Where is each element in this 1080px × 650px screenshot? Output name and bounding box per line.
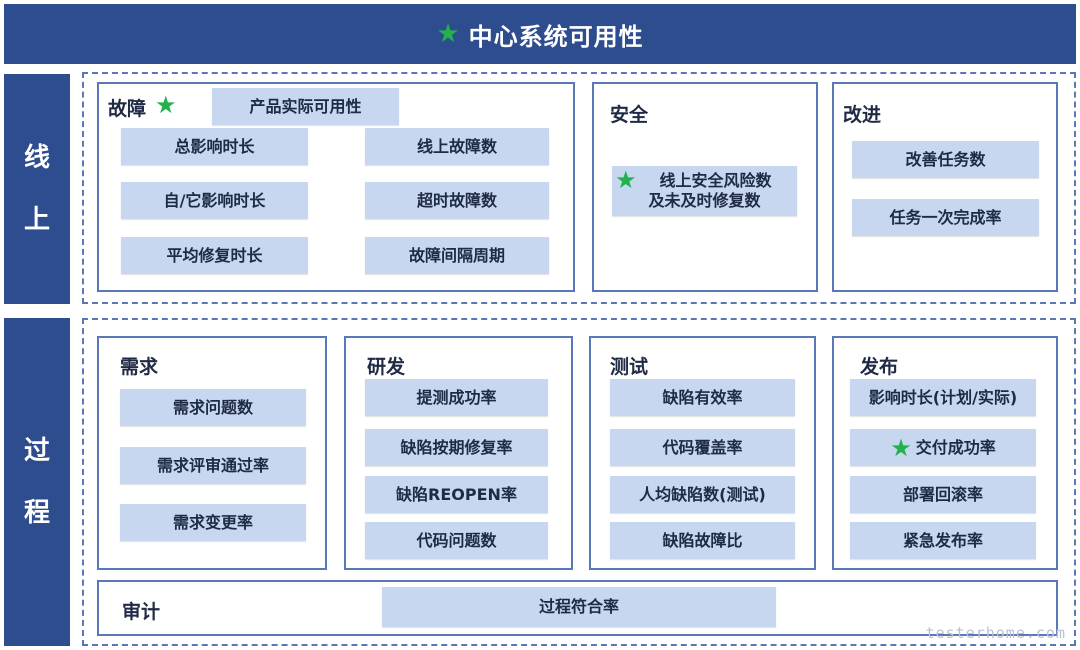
star-icon: ★	[615, 166, 637, 194]
star-icon: ★	[890, 433, 912, 462]
metric-online-fault-count: 线上故障数	[365, 128, 549, 165]
process-label-char-2: 程	[23, 498, 50, 528]
testing-title: 测试	[610, 356, 649, 378]
metric-impact-duration-plan-actual: 影响时长(计划/实际)	[850, 379, 1036, 416]
star-icon: ★	[155, 91, 177, 119]
title-bar: ★ 中心系统可用性	[4, 4, 1076, 64]
metric-timeout-fault-count: 超时故障数	[365, 182, 549, 219]
improve-panel	[832, 82, 1058, 292]
metric-defect-ontime-fix-rate: 缺陷按期修复率	[365, 429, 548, 466]
fault-title: 故障	[108, 98, 147, 120]
metric-improvement-task-count: 改善任务数	[852, 141, 1039, 178]
security-title: 安全	[610, 104, 649, 126]
metric-emergency-release-rate: 紧急发布率	[850, 522, 1036, 559]
online-label: 线 上	[4, 74, 70, 304]
development-title: 研发	[367, 356, 406, 378]
delivery-success-rate-label: 交付成功率	[915, 437, 996, 457]
metric-test-submission-success-rate: 提测成功率	[365, 379, 548, 416]
process-label-char-1: 过	[23, 436, 50, 466]
metric-process-compliance-rate: 过程符合率	[382, 587, 776, 627]
metric-defects-per-tester: 人均缺陷数(测试)	[610, 476, 795, 513]
improve-title: 改进	[843, 104, 882, 126]
security-metric-line-1: 线上安全风险数	[659, 171, 772, 190]
metric-fault-interval-period: 故障间隔周期	[365, 237, 549, 274]
metric-code-issue-count: 代码问题数	[365, 522, 548, 559]
metric-total-impact-duration: 总影响时长	[121, 128, 308, 165]
requirements-title: 需求	[120, 356, 159, 378]
metric-mean-repair-duration: 平均修复时长	[121, 237, 308, 274]
metric-product-availability: 产品实际可用性	[212, 88, 399, 125]
audit-title: 审计	[122, 601, 161, 623]
metric-delivery-success-rate: ★ 交付成功率	[850, 429, 1036, 466]
metric-self-other-impact-duration: 自/它影响时长	[121, 182, 308, 219]
process-section	[82, 318, 1076, 646]
metric-code-coverage-rate: 代码覆盖率	[610, 429, 795, 466]
metric-defect-fault-ratio: 缺陷故障比	[610, 522, 795, 559]
online-label-char-2: 上	[23, 205, 50, 235]
metric-requirement-review-pass-rate: 需求评审通过率	[120, 447, 306, 484]
metric-defect-reopen-rate: 缺陷REOPEN率	[365, 476, 548, 513]
metric-requirement-change-rate: 需求变更率	[120, 504, 306, 541]
metric-task-first-pass-rate: 任务一次完成率	[852, 199, 1039, 236]
watermark: testerhome.com	[925, 624, 1066, 642]
metric-requirement-issue-count: 需求问题数	[120, 389, 306, 426]
page-title: 中心系统可用性	[468, 22, 644, 51]
metric-online-security-risk: 线上安全风险数 及未及时修复数	[612, 166, 797, 216]
star-icon: ★	[436, 19, 461, 49]
process-label: 过 程	[4, 318, 70, 646]
metric-defect-validity-rate: 缺陷有效率	[610, 379, 795, 416]
online-section	[82, 72, 1076, 304]
online-label-char-1: 线	[23, 143, 50, 173]
metric-deployment-rollback-rate: 部署回滚率	[850, 476, 1036, 513]
security-metric-line-2: 及未及时修复数	[648, 191, 761, 210]
release-title: 发布	[860, 356, 899, 378]
